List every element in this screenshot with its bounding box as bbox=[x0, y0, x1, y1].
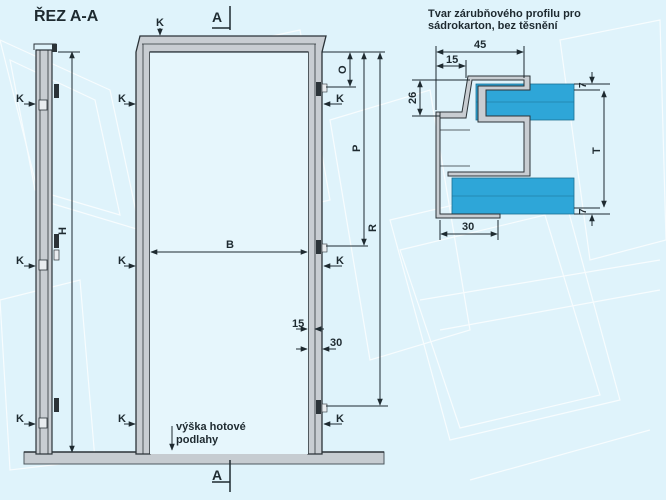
k-label-right-2: K bbox=[336, 255, 344, 267]
k-label-frame-3: K bbox=[118, 413, 126, 425]
section-letter-top: A bbox=[212, 9, 222, 25]
floor-label-line2: podlahy bbox=[176, 434, 219, 446]
label-profile-7-top: 7 bbox=[578, 82, 589, 88]
dimension-15-30 bbox=[296, 326, 336, 352]
dimension-o-p-r bbox=[322, 51, 388, 407]
label-profile-t: T bbox=[591, 147, 603, 154]
k-label-left-2: K bbox=[16, 255, 24, 267]
floor bbox=[23, 451, 385, 465]
k-label-frame-1: K bbox=[118, 93, 126, 105]
k-label-right-3: K bbox=[336, 413, 344, 425]
label-dim-15: 15 bbox=[292, 318, 304, 330]
label-o: O bbox=[337, 65, 349, 74]
k-markers bbox=[24, 28, 342, 427]
k-label-right-1: K bbox=[336, 93, 344, 105]
profile-title-line1: Tvar zárubňového profilu pro bbox=[428, 8, 581, 20]
label-profile-30: 30 bbox=[462, 221, 474, 233]
k-label-top: K bbox=[156, 17, 164, 29]
label-profile-15: 15 bbox=[446, 54, 458, 66]
profile-dimensions bbox=[412, 46, 610, 240]
k-label-left-1: K bbox=[16, 93, 24, 105]
hinges bbox=[316, 82, 328, 414]
k-label-left-3: K bbox=[16, 413, 24, 425]
label-r: R bbox=[367, 224, 379, 232]
profile-detail bbox=[435, 75, 575, 219]
section-letter-bottom: A bbox=[212, 467, 222, 483]
side-section-profile bbox=[33, 43, 60, 455]
k-label-frame-2: K bbox=[118, 255, 126, 267]
label-p: P bbox=[351, 145, 363, 152]
label-h: H bbox=[57, 227, 69, 235]
profile-title-line2: sádrokarton, bez těsnění bbox=[428, 20, 559, 32]
label-profile-7-bottom: 7 bbox=[578, 208, 589, 214]
label-profile-45: 45 bbox=[474, 39, 486, 51]
label-b: B bbox=[226, 239, 234, 251]
section-marker-a bbox=[212, 6, 231, 492]
label-profile-26: 26 bbox=[407, 92, 419, 104]
dimension-h bbox=[58, 51, 80, 453]
section-title: ŘEZ A-A bbox=[34, 6, 99, 25]
floor-label-line1: výška hotové bbox=[176, 421, 246, 433]
label-dim-30: 30 bbox=[330, 337, 342, 349]
